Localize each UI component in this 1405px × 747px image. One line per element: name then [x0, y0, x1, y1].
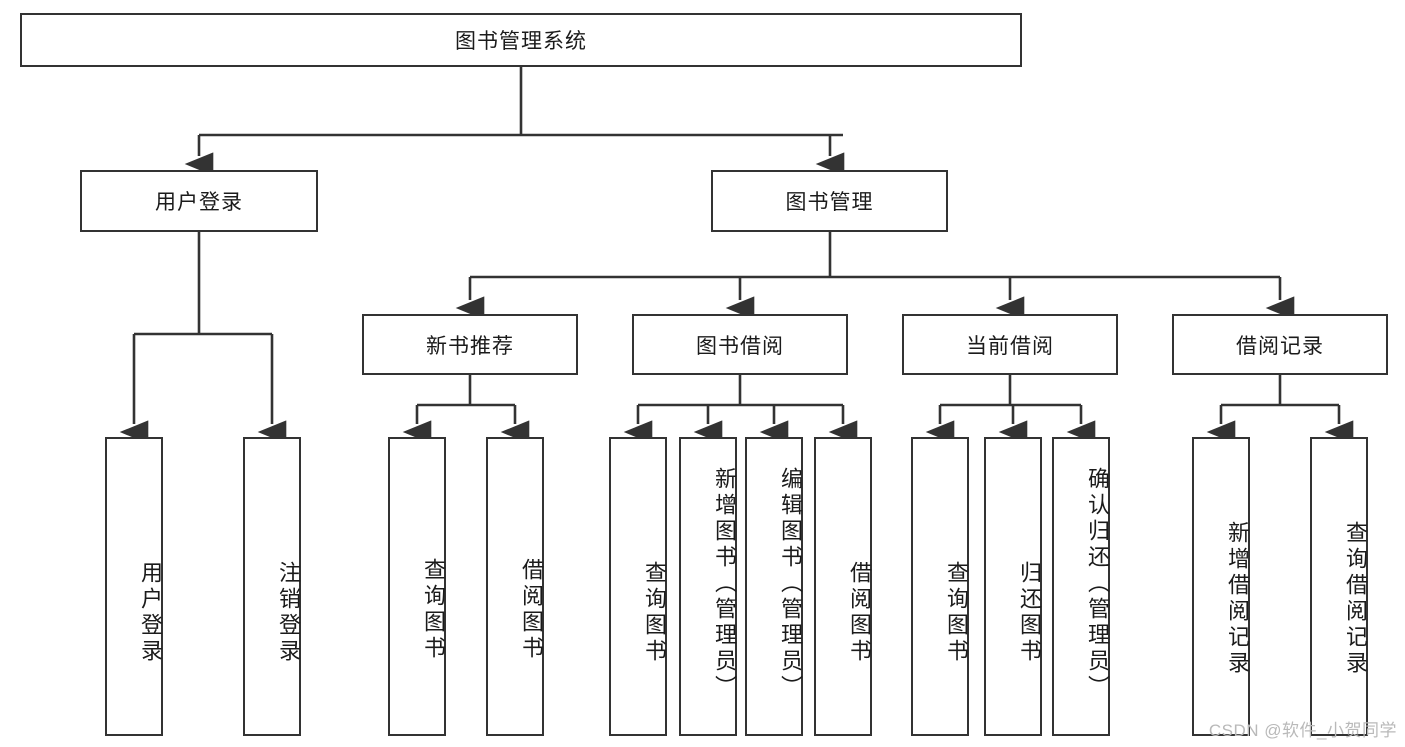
node-label: 当前借阅 — [966, 334, 1054, 358]
node-label: 注销登录 — [276, 560, 301, 665]
node-label: 图书借阅 — [696, 334, 784, 358]
node-label: 借阅记录 — [1236, 334, 1324, 358]
node-book-management[interactable]: 图书管理 — [711, 170, 948, 232]
node-label: 查询借阅记录 — [1343, 520, 1368, 677]
node-label: 归还图书 — [1017, 560, 1042, 665]
leaf-borrow-books-recommendation[interactable]: 借阅图书 — [486, 437, 544, 736]
node-label: 查询图书 — [421, 557, 446, 662]
node-borrowing-records[interactable]: 借阅记录 — [1172, 314, 1388, 375]
leaf-logout[interactable]: 注销登录 — [243, 437, 301, 736]
node-label: 图书管理 — [785, 191, 874, 214]
node-label: 用户登录 — [155, 191, 243, 214]
node-label: 图书管理系统 — [455, 30, 587, 53]
node-label: 查询图书 — [944, 560, 969, 665]
node-current-borrowing[interactable]: 当前借阅 — [902, 314, 1118, 375]
node-label: 新增借阅记录 — [1225, 520, 1250, 677]
node-label: 编辑图书（管理员） — [778, 466, 803, 701]
leaf-add-borrowing-record[interactable]: 新增借阅记录 — [1192, 437, 1250, 736]
node-label: 用户登录 — [138, 560, 163, 665]
leaf-confirm-return-admin[interactable]: 确认归还（管理员） — [1052, 437, 1110, 736]
leaf-borrow-books[interactable]: 借阅图书 — [814, 437, 872, 736]
node-book-borrowing[interactable]: 图书借阅 — [632, 314, 848, 375]
leaf-query-books-borrowing[interactable]: 查询图书 — [609, 437, 667, 736]
node-label: 新增图书（管理员） — [712, 466, 737, 701]
leaf-query-borrowing-record[interactable]: 查询借阅记录 — [1310, 437, 1368, 736]
node-label: 借阅图书 — [519, 557, 544, 662]
leaf-user-login[interactable]: 用户登录 — [105, 437, 163, 736]
leaf-query-books-recommendation[interactable]: 查询图书 — [388, 437, 446, 736]
node-label: 确认归还（管理员） — [1085, 466, 1110, 701]
leaf-query-books-current[interactable]: 查询图书 — [911, 437, 969, 736]
node-user-login[interactable]: 用户登录 — [80, 170, 318, 232]
node-root-book-management-system[interactable]: 图书管理系统 — [20, 13, 1022, 67]
leaf-add-book-admin[interactable]: 新增图书（管理员） — [679, 437, 737, 736]
node-new-book-recommendation[interactable]: 新书推荐 — [362, 314, 578, 375]
node-label: 新书推荐 — [426, 334, 514, 358]
leaf-return-books[interactable]: 归还图书 — [984, 437, 1042, 736]
leaf-edit-book-admin[interactable]: 编辑图书（管理员） — [745, 437, 803, 736]
node-label: 查询图书 — [642, 560, 667, 665]
csdn-watermark: CSDN @软件_小贺同学 — [1208, 721, 1397, 740]
node-label: 借阅图书 — [847, 560, 872, 665]
